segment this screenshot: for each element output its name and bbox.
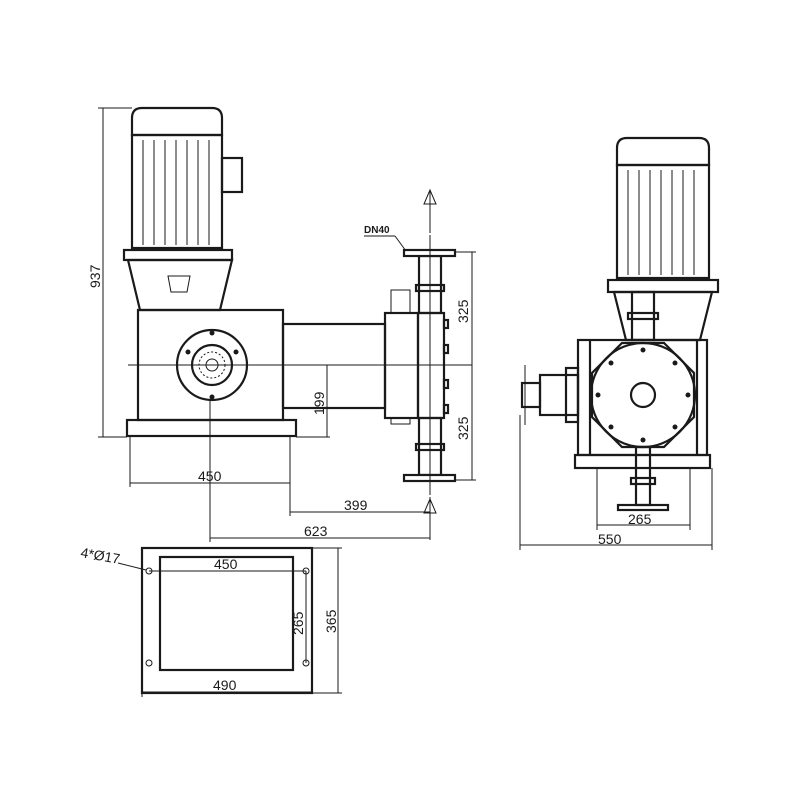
hole-label: 4*Ø17 [79,544,121,567]
front-outlet-pipe [616,445,670,512]
dim-450-plate: 450 [214,556,238,572]
dn40-label: DN40 [364,225,390,236]
front-body [520,338,712,470]
front-view: 265 550 [519,136,720,550]
dim-199: 199 [311,391,327,415]
dim-450: 450 [198,468,222,484]
motor [122,106,244,262]
dim-265-front: 265 [628,511,652,527]
dim-623: 623 [304,523,328,539]
connecting-arm [281,322,387,410]
dim-490: 490 [213,677,237,693]
gearbox [125,308,298,438]
flow-arrows [423,188,437,540]
dim-325-lower: 325 [455,416,471,440]
front-dimensions [519,415,713,550]
dim-937: 937 [87,264,103,288]
lantern [126,258,234,312]
dim-265-plate: 265 [290,611,306,635]
dimensions [98,107,476,542]
dim-399: 399 [344,497,368,513]
dim-365: 365 [323,609,339,633]
dim-550: 550 [598,531,622,547]
dim-325-upper: 325 [455,299,471,323]
front-motor [606,136,720,342]
side-view: 937 DN40 325 325 199 450 399 623 [87,106,476,542]
base-plate-view: 4*Ø17 450 265 365 490 [79,544,342,697]
